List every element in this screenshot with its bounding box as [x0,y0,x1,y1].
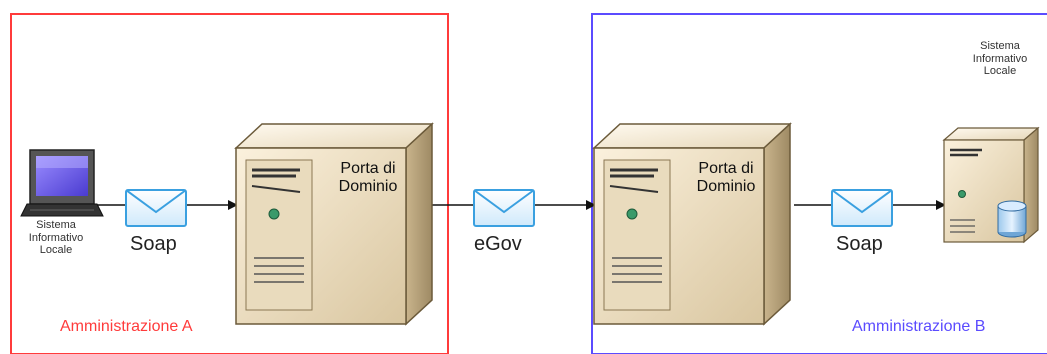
right-system-label-line-2: Informativo [972,52,1028,65]
porta-a-label-line-1: Porta di [340,160,396,177]
protocol-label-soap-left: Soap [130,233,177,255]
administration-b-boundary [591,13,1047,354]
envelope-icon [473,189,535,227]
left-system-label-line-1: Sistema [36,219,76,231]
protocol-label-soap-right: Soap [836,233,883,255]
porta-di-dominio-b-label: Porta di Dominio [676,160,776,197]
right-system-label: Sistema Informativo Locale [955,40,1045,78]
left-system-label-line-3: Locale [39,244,73,257]
right-system-label-line-3: Locale [983,65,1017,78]
porta-b-label-line-1: Porta di [698,160,754,177]
porta-b-label-line-2: Dominio [696,178,756,196]
envelope-icon [831,189,893,227]
porta-a-label-line-2: Dominio [338,178,398,196]
administration-b-label: Amministrazione B [852,318,986,335]
server-database-icon [942,126,1040,244]
porta-di-dominio-a-label: Porta di Dominio [318,160,418,197]
left-system-label-line-2: Informativo [28,231,84,244]
envelope-icon [125,189,187,227]
administration-a-label: Amministrazione A [60,318,193,335]
right-system-label-line-1: Sistema [980,40,1020,52]
protocol-label-egov: eGov [474,233,522,255]
server-icon [592,122,792,326]
computer-icon [20,149,104,217]
server-icon [234,122,434,326]
administration-a-boundary [10,13,449,354]
left-system-label: Sistema Informativo Locale [20,219,92,257]
